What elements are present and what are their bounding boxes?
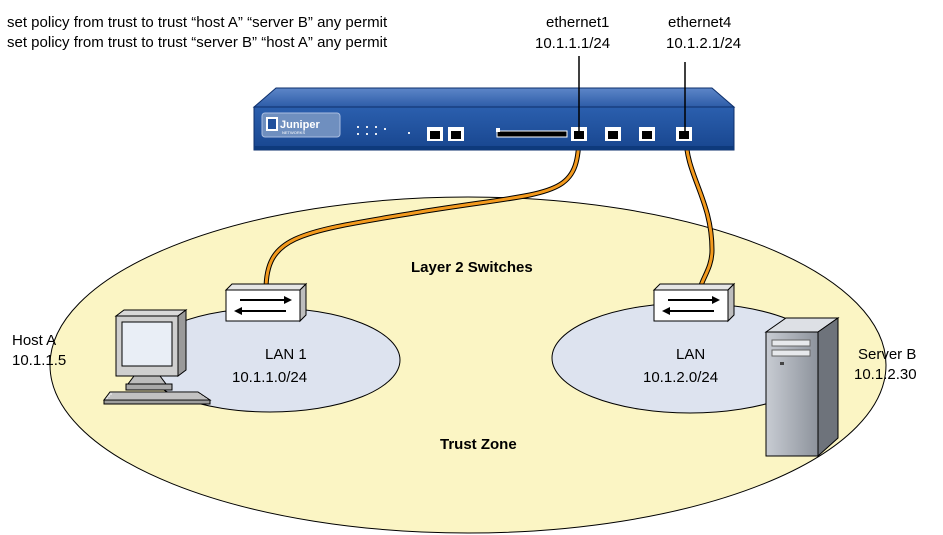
ethernet4-ip: 10.1.2.1/24 [666, 35, 741, 52]
switch-1-icon [224, 282, 308, 323]
ethernet1-ip: 10.1.1.1/24 [535, 35, 610, 52]
policy-line-1: set policy from trust to trust “host A” … [7, 14, 388, 31]
lan1-subnet: 10.1.1.0/24 [232, 369, 307, 386]
juniper-firewall-device: Juniper NETWORKS [252, 87, 736, 151]
ethernet-ports [571, 127, 692, 141]
console-ports [427, 127, 464, 141]
trust-zone-ellipse [49, 196, 887, 534]
ethernet4-name: ethernet4 [668, 14, 731, 31]
trust-zone-label: Trust Zone [440, 436, 517, 453]
lan2-subnet: 10.1.2.0/24 [643, 369, 718, 386]
status-leds [357, 126, 410, 135]
host-a-name: Host A [12, 332, 56, 349]
policy-line-2: set policy from trust to trust “server B… [7, 34, 388, 51]
device-brand-sub: NETWORKS [282, 130, 305, 135]
server-b-name: Server B [858, 346, 916, 363]
device-brand: Juniper [280, 119, 320, 131]
ethernet1-name: ethernet1 [546, 14, 609, 31]
host-a-computer-icon [103, 309, 212, 405]
pcmcia-slot [496, 130, 568, 138]
server-b-tower-icon [764, 317, 840, 458]
server-b-ip: 10.1.2.30 [854, 366, 917, 383]
layer2-switches-label: Layer 2 Switches [411, 259, 533, 276]
lan1-name: LAN 1 [265, 346, 307, 363]
switch-2-icon [652, 282, 736, 323]
host-a-ip: 10.1.1.5 [12, 352, 66, 369]
lan2-name: LAN [676, 346, 705, 363]
